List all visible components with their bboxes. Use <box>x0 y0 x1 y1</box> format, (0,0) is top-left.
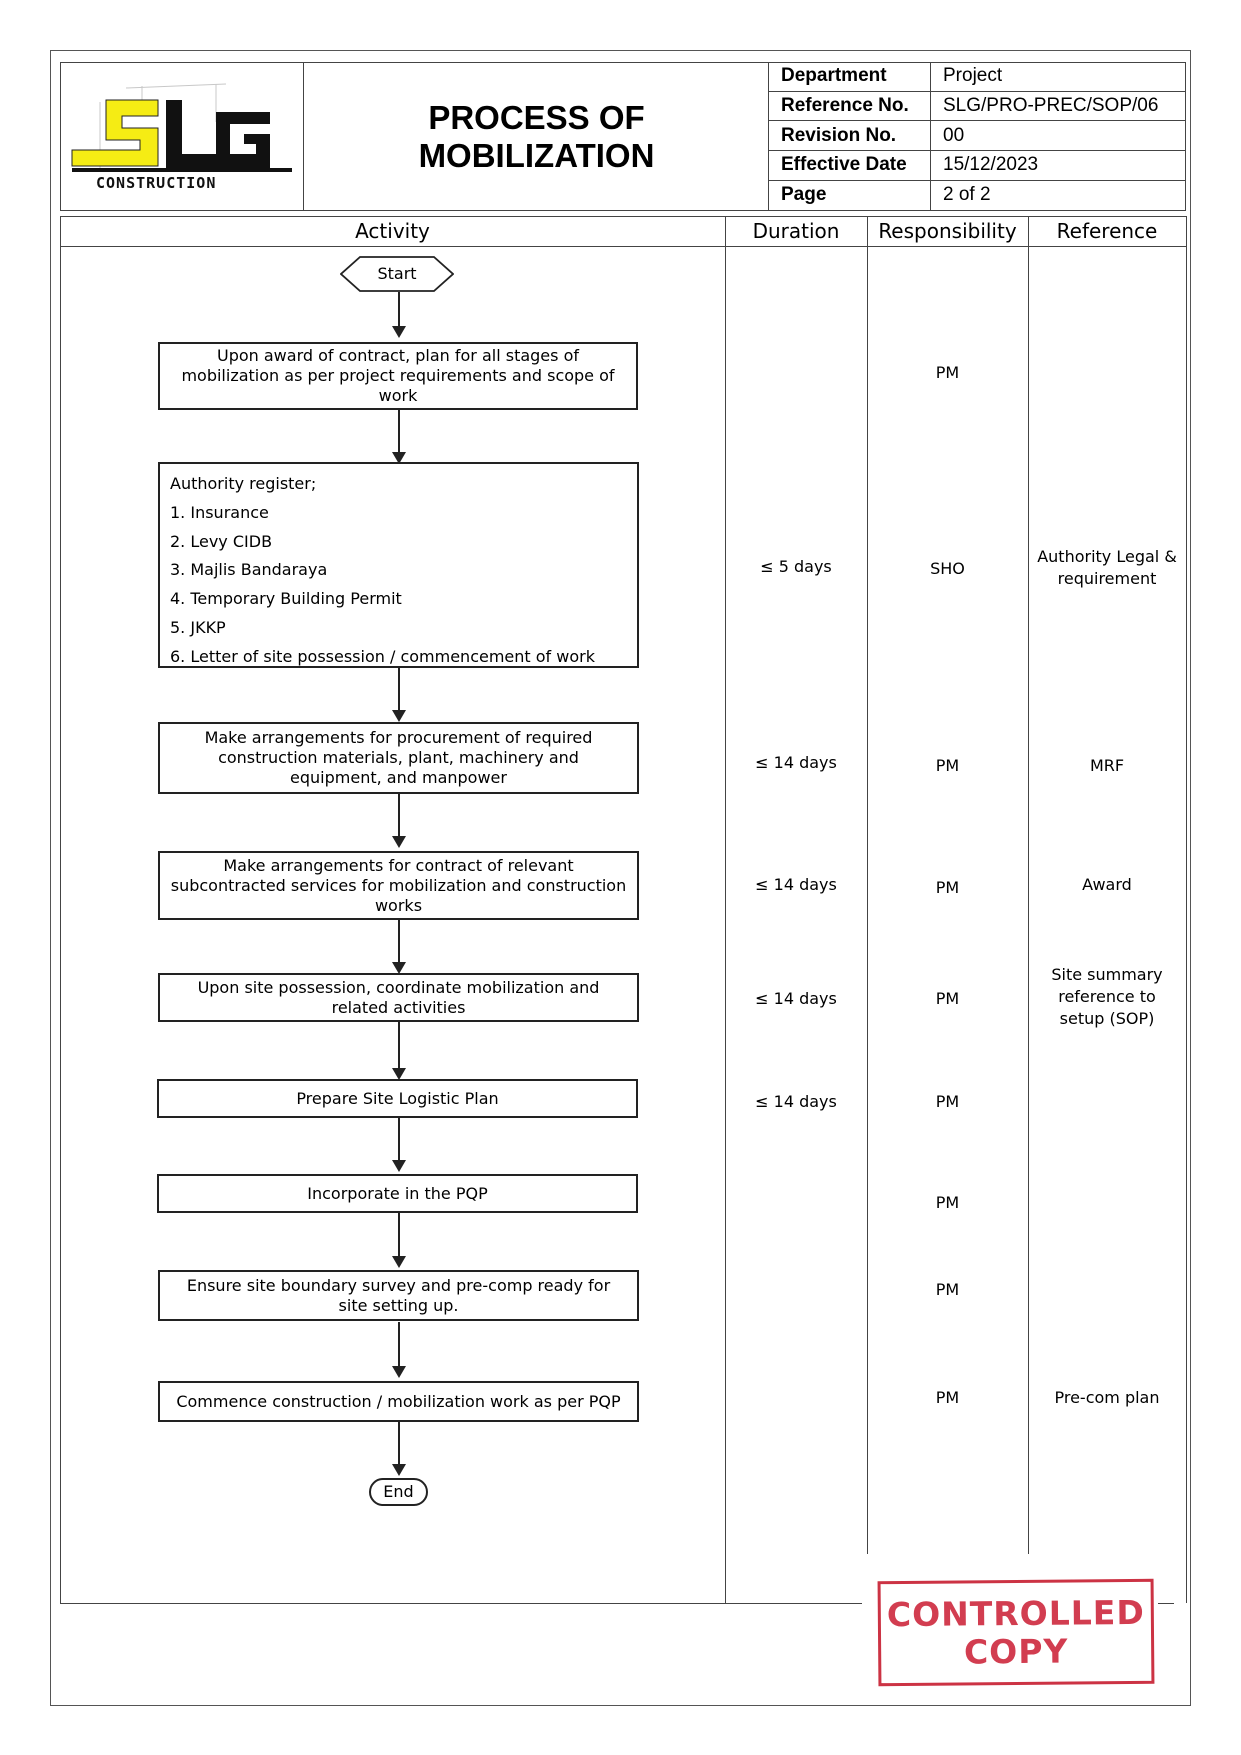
meta-row-line <box>768 120 1186 121</box>
column-header-reference: Reference <box>1056 219 1158 243</box>
process-step-text: Upon site possession, coordinate mobiliz… <box>197 977 600 1017</box>
header-box <box>60 62 1186 211</box>
column-header-duration: Duration <box>752 219 840 243</box>
title-line-1: PROCESS OF <box>428 98 645 136</box>
process-step: Upon award of contract, plan for all sta… <box>158 342 638 410</box>
authority-register-list: Authority register; 1. Insurance 2. Levy… <box>158 462 639 668</box>
process-step: Upon site possession, coordinate mobiliz… <box>158 973 639 1022</box>
meta-label: Department <box>781 65 887 86</box>
process-step: Make arrangements for contract of releva… <box>158 851 639 920</box>
company-logo: CONSTRUCTION <box>66 82 298 200</box>
column-divider <box>725 216 726 1603</box>
flow-arrow <box>392 1422 406 1476</box>
responsibility-cell: PM <box>935 1280 960 1299</box>
reference-cell: Site summary reference to setup (SOP) <box>1051 965 1163 1028</box>
start-label: Start <box>377 264 417 283</box>
column-divider <box>867 216 868 1554</box>
end-label: End <box>383 1482 414 1501</box>
meta-row-line <box>768 150 1186 151</box>
flow-arrow <box>392 920 406 974</box>
list-item: Authority register; <box>170 474 317 493</box>
meta-value: 00 <box>943 125 965 146</box>
flow-arrow <box>392 1322 406 1378</box>
list-item: 1. Insurance <box>170 502 269 522</box>
process-step-text: Upon award of contract, plan for all sta… <box>181 346 615 405</box>
start-terminator: Start <box>340 256 454 292</box>
process-step: Commence construction / mobilization wor… <box>158 1381 639 1422</box>
duration-cell: ≤ 14 days <box>755 1092 837 1111</box>
column-header-activity: Activity <box>355 219 430 243</box>
flow-arrow <box>392 1022 406 1080</box>
meta-label: Reference No. <box>781 95 909 116</box>
process-step: Make arrangements for procurement of req… <box>158 722 639 794</box>
reference-cell: Award <box>1082 875 1132 894</box>
reference-cell: Pre-com plan <box>1054 1388 1160 1407</box>
flow-arrow <box>392 410 406 464</box>
responsibility-cell: PM <box>935 1092 960 1111</box>
list-item: 4. Temporary Building Permit <box>170 589 402 609</box>
header-divider <box>930 62 931 211</box>
meta-label: Page <box>781 184 827 205</box>
flow-arrow <box>392 668 406 722</box>
flow-arrow <box>392 292 406 338</box>
responsibility-cell: PM <box>935 1193 960 1212</box>
table-header-line <box>60 246 1186 247</box>
process-step: Prepare Site Logistic Plan <box>157 1079 638 1118</box>
meta-row-line <box>768 180 1186 181</box>
reference-cell: Authority Legal & requirement <box>1037 547 1177 588</box>
list-item: 2. Levy CIDB <box>170 531 273 551</box>
table-bottom-line <box>1158 1603 1174 1604</box>
responsibility-cell: PM <box>935 363 960 382</box>
meta-value: Project <box>943 65 1003 86</box>
process-step-text: Prepare Site Logistic Plan <box>296 1088 499 1108</box>
responsibility-cell: PM <box>935 756 960 775</box>
process-step: Ensure site boundary survey and pre-comp… <box>158 1270 639 1321</box>
stamp-line-2: COPY <box>963 1631 1069 1671</box>
header-divider <box>768 62 769 211</box>
responsibility-cell: PM <box>935 1388 960 1407</box>
responsibility-cell: SHO <box>930 559 965 578</box>
logo-subtext: CONSTRUCTION <box>96 174 216 192</box>
list-item: 5. JKKP <box>170 617 226 637</box>
document-title: PROCESS OF MOBILIZATION <box>304 62 769 211</box>
flow-arrow <box>392 794 406 848</box>
meta-label: Effective Date <box>781 154 907 175</box>
list-item: 3. Majlis Bandaraya <box>170 560 328 580</box>
meta-value: 15/12/2023 <box>943 154 1039 175</box>
responsibility-cell: PM <box>935 989 960 1008</box>
reference-cell: MRF <box>1089 756 1125 775</box>
duration-cell: ≤ 14 days <box>755 989 837 1008</box>
flow-arrow <box>392 1118 406 1172</box>
title-line-2: MOBILIZATION <box>418 136 655 174</box>
meta-value: 2 of 2 <box>943 184 991 205</box>
meta-label: Revision No. <box>781 125 897 146</box>
table-bottom-line <box>60 1603 862 1604</box>
stamp-line-1: CONTROLLED <box>886 1592 1145 1634</box>
process-step-text: Incorporate in the PQP <box>307 1183 488 1203</box>
duration-cell: ≤ 14 days <box>755 875 837 894</box>
list-item: 6. Letter of site possession / commencem… <box>170 646 595 666</box>
duration-cell: ≤ 5 days <box>760 557 832 576</box>
duration-cell: ≤ 14 days <box>755 753 837 772</box>
responsibility-cell: PM <box>935 878 960 897</box>
end-terminator: End <box>369 1478 428 1506</box>
table-top-line <box>60 216 1186 217</box>
process-step-text: Commence construction / mobilization wor… <box>176 1391 621 1411</box>
table-left-line <box>60 216 61 1603</box>
controlled-copy-stamp: CONTROLLED COPY <box>877 1578 1155 1687</box>
header-divider <box>303 62 304 211</box>
page-frame <box>50 50 1191 1706</box>
process-step-text: Ensure site boundary survey and pre-comp… <box>186 1275 611 1315</box>
column-divider <box>1028 216 1029 1554</box>
flow-arrow <box>392 1213 406 1268</box>
table-right-line <box>1186 216 1187 1603</box>
process-step: Incorporate in the PQP <box>157 1174 638 1213</box>
meta-value: SLG/PRO-PREC/SOP/06 <box>943 95 1159 116</box>
meta-row-line <box>768 91 1186 92</box>
process-step-text: Make arrangements for procurement of req… <box>204 728 593 787</box>
process-step-text: Make arrangements for contract of releva… <box>170 855 627 915</box>
column-header-responsibility: Responsibility <box>878 219 1017 243</box>
